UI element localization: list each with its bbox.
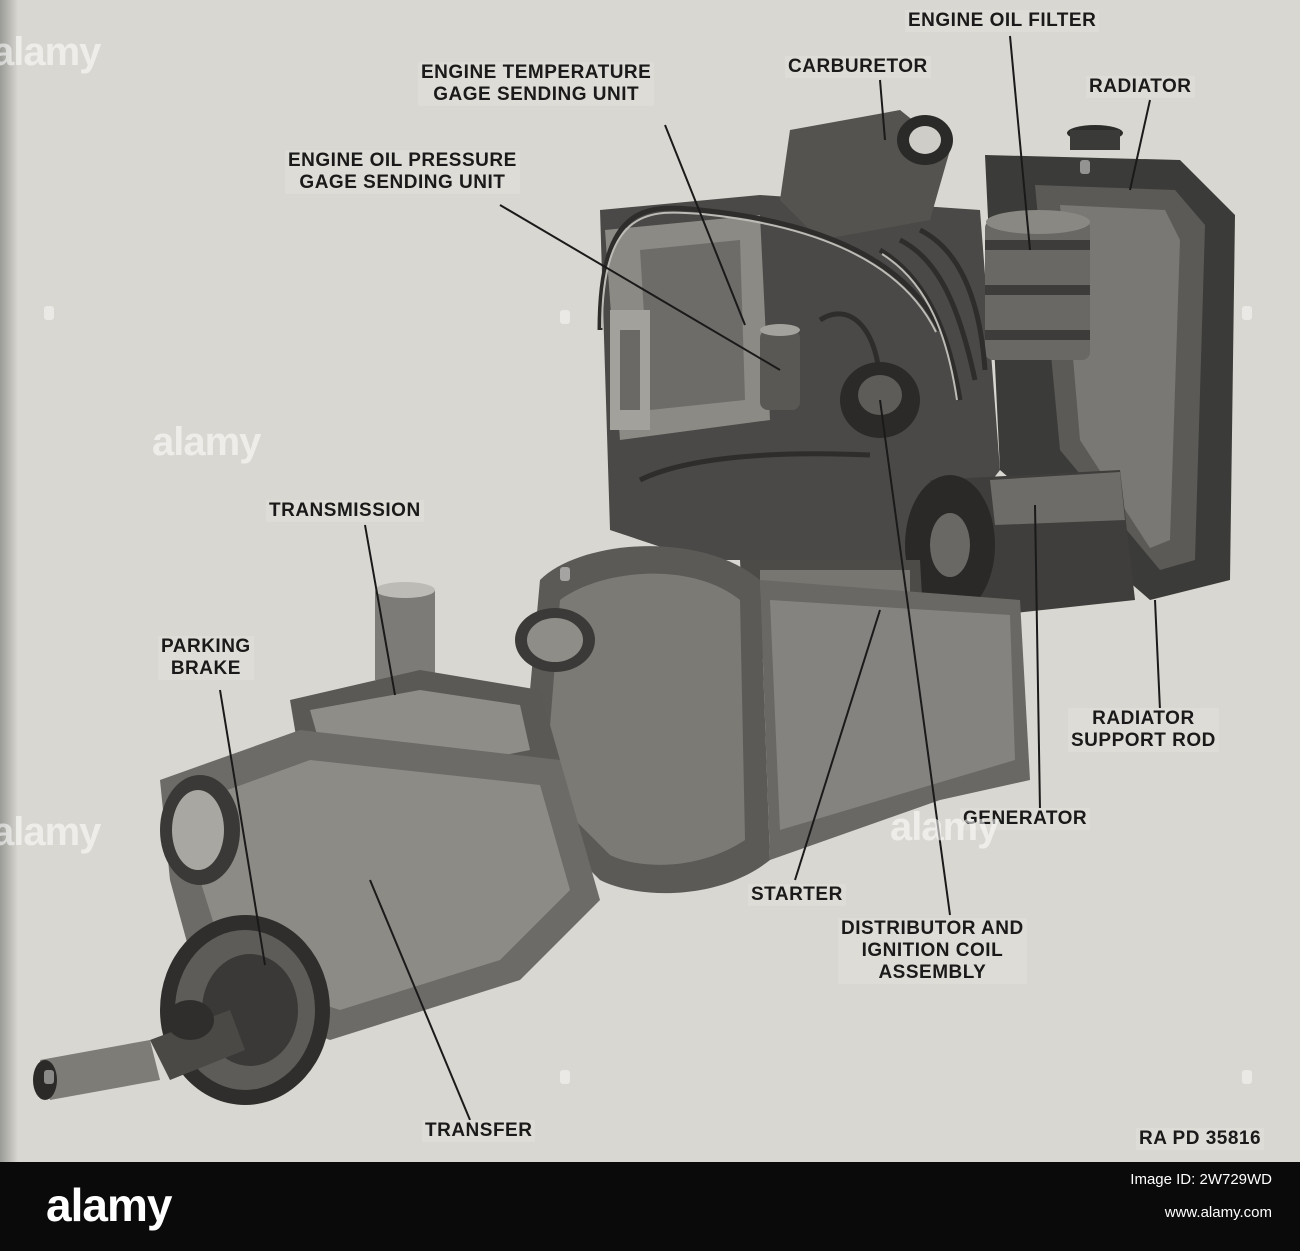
label-generator: GENERATOR	[960, 808, 1091, 830]
page-binding-shadow	[0, 0, 18, 1162]
label-parking-brake: PARKING BRAKE	[158, 636, 254, 680]
label-radiator: RADIATOR	[1086, 76, 1195, 98]
stock-footer-bar: alamy Image ID: 2W729WD www.alamy.com	[0, 1162, 1300, 1251]
watermark-lower-center: alamy	[890, 805, 999, 849]
label-radiator-support-rod: RADIATOR SUPPORT ROD	[1068, 708, 1219, 752]
label-line: GAGE SENDING UNIT	[433, 84, 640, 105]
watermark-speck	[560, 310, 570, 324]
watermark-left-middle: alamy	[0, 810, 101, 854]
label-line: BRAKE	[170, 658, 241, 679]
label-line: ENGINE OIL PRESSURE	[288, 150, 517, 171]
label-engine-oil-pressure-gage: ENGINE OIL PRESSURE GAGE SENDING UNIT	[285, 150, 520, 194]
watermark-speck	[44, 306, 54, 320]
ignition-wires	[597, 205, 988, 483]
watermark-speck	[560, 1070, 570, 1084]
label-starter: STARTER	[748, 884, 846, 906]
label-line: ASSEMBLY	[878, 962, 987, 983]
watermark-left-top: alamy	[0, 30, 101, 74]
watermark-speck	[1242, 1070, 1252, 1084]
label-line: IGNITION COIL	[861, 940, 1004, 961]
label-engine-temperature-gage: ENGINE TEMPERATURE GAGE SENDING UNIT	[418, 62, 655, 106]
label-distributor-ignition-coil: DISTRIBUTOR AND IGNITION COIL ASSEMBLY	[838, 918, 1027, 984]
leader-lines	[219, 35, 1161, 1121]
carburetor-illustration	[780, 110, 953, 240]
generator-illustration	[905, 470, 1135, 620]
parking-brake-drum-illustration	[160, 915, 330, 1105]
label-line: ENGINE TEMPERATURE	[421, 62, 652, 83]
watermark-speck	[560, 567, 570, 581]
site-url: www.alamy.com	[1164, 1204, 1272, 1221]
watermark-speck	[44, 1070, 54, 1084]
label-line: DISTRIBUTOR AND	[841, 918, 1024, 939]
label-carburetor: CARBURETOR	[785, 56, 931, 78]
watermark-speck	[1080, 160, 1090, 174]
oil-filter-illustration	[985, 210, 1090, 360]
image-id: Image ID: 2W729WD	[1130, 1171, 1272, 1188]
watermark-center: alamy	[152, 420, 261, 464]
bell-housing-illustration	[515, 546, 1030, 894]
output-shaft-illustration	[33, 1000, 245, 1100]
label-line: SUPPORT ROD	[1071, 730, 1216, 751]
engine-drawing	[33, 35, 1235, 1121]
label-transmission: TRANSMISSION	[266, 500, 424, 522]
label-line: PARKING	[161, 636, 251, 657]
label-engine-oil-filter: ENGINE OIL FILTER	[905, 10, 1100, 32]
plate-reference: RA PD 35816	[1136, 1128, 1265, 1150]
label-line: RADIATOR	[1092, 708, 1195, 729]
label-transfer: TRANSFER	[422, 1120, 536, 1142]
scan-page: ENGINE OIL FILTER CARBURETOR RADIATOR EN…	[0, 0, 1300, 1162]
label-line: GAGE SENDING UNIT	[299, 172, 506, 193]
alamy-logo: alamy	[46, 1179, 172, 1231]
wire-highlights	[601, 211, 958, 401]
watermark-speck	[1242, 306, 1252, 320]
